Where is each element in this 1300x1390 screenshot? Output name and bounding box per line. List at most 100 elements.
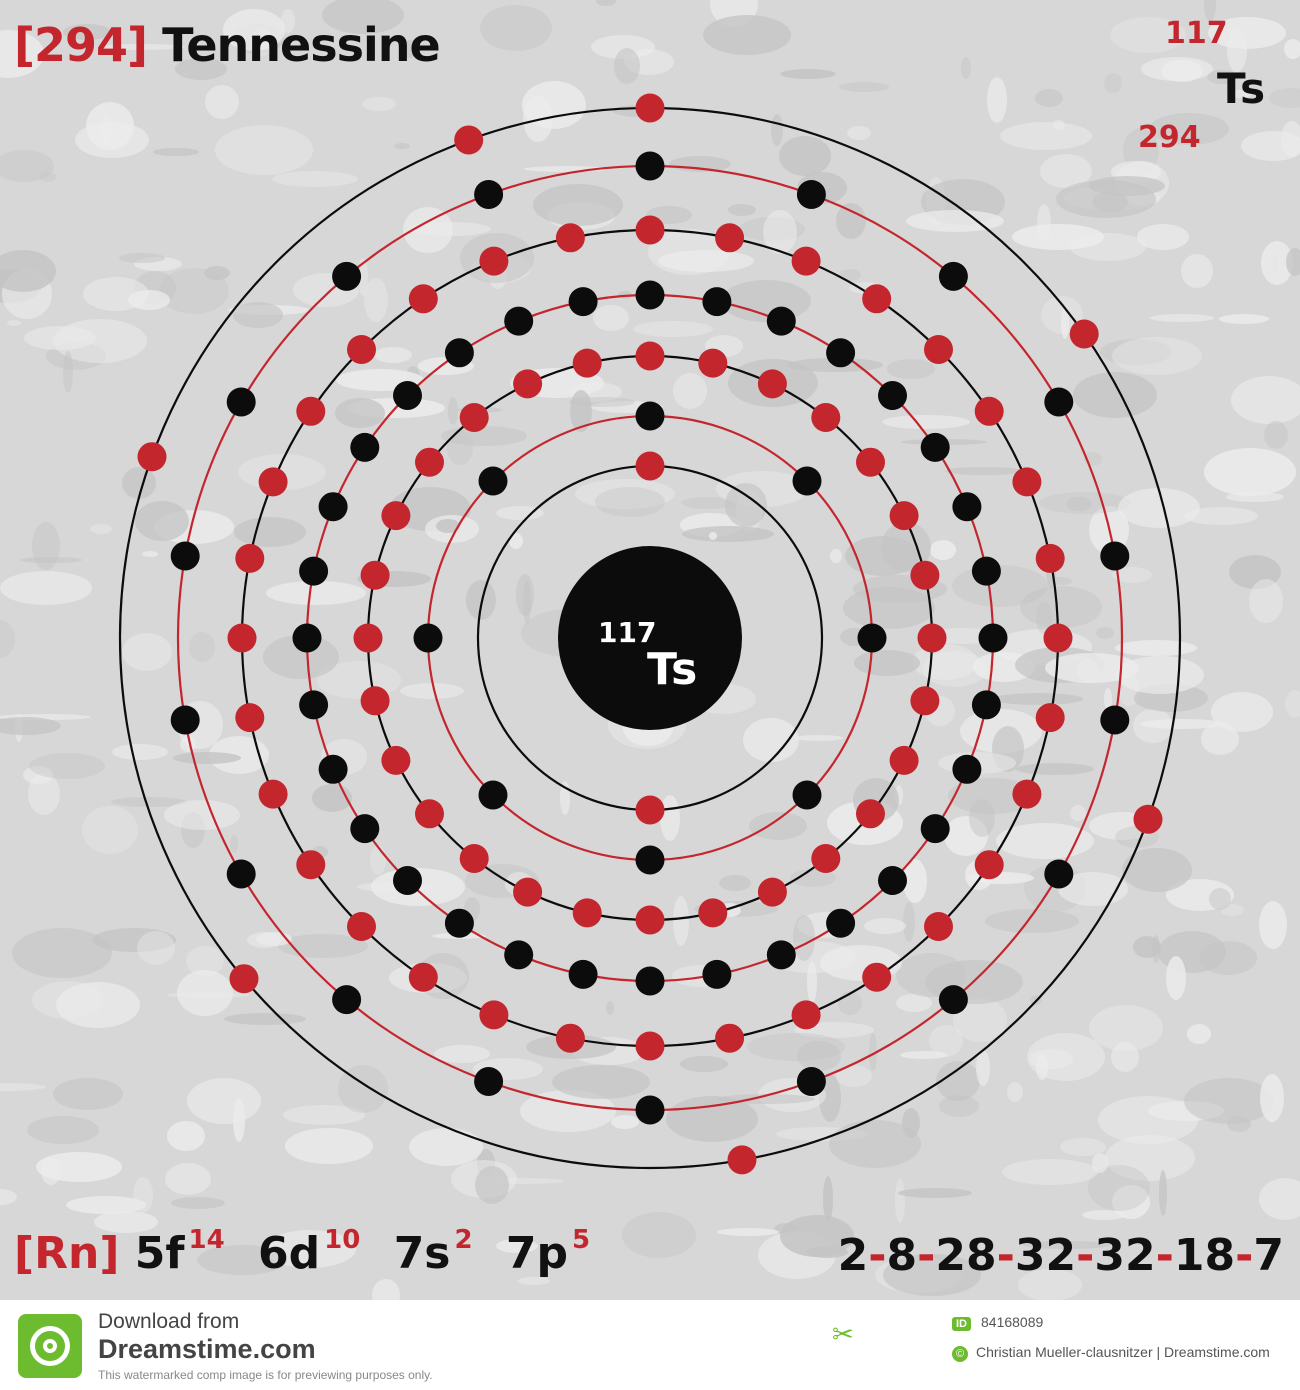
texture-blot	[111, 797, 187, 807]
tile-atomic-number: 117	[1165, 16, 1228, 51]
electron	[856, 799, 885, 829]
electron	[910, 560, 940, 590]
electron	[413, 623, 443, 653]
texture-blot	[823, 1176, 833, 1222]
texture-blot	[1089, 176, 1165, 196]
texture-blot	[0, 250, 56, 292]
texture-blot	[0, 30, 44, 78]
nucleus-symbol: Ts	[647, 644, 697, 695]
config-orbital: 7s	[393, 1228, 451, 1279]
electron	[393, 866, 422, 895]
electron	[474, 180, 504, 209]
texture-blot	[448, 397, 458, 425]
electron	[381, 501, 411, 531]
texture-blot	[896, 994, 932, 1012]
texture-blot	[466, 580, 496, 620]
texture-blot	[725, 483, 767, 527]
texture-blot	[1137, 224, 1189, 250]
texture-blot	[1249, 579, 1283, 623]
electron	[292, 623, 322, 653]
electron	[227, 623, 257, 653]
electron	[296, 396, 326, 426]
texture-blot	[374, 347, 412, 363]
texture-blot	[1111, 1042, 1139, 1072]
texture-blot	[283, 1105, 365, 1125]
texture-blot	[596, 0, 616, 6]
texture-blot	[272, 171, 358, 187]
texture-blot	[475, 1166, 509, 1204]
texture-blot	[63, 24, 111, 40]
texture-blot	[830, 549, 842, 563]
dreamstime-logo-icon[interactable]	[18, 1314, 82, 1378]
credit-line: ©Christian Mueller-clausnitzer | Dreamst…	[952, 1344, 1270, 1362]
electron	[635, 795, 665, 825]
texture-blot	[1181, 254, 1213, 288]
texture-blot	[996, 823, 1094, 859]
texture-blot	[90, 524, 112, 534]
electron	[920, 432, 950, 462]
shell-count: 7	[1253, 1230, 1284, 1281]
texture-blot	[1184, 1078, 1274, 1124]
texture-blot	[903, 902, 915, 942]
texture-blot	[436, 519, 460, 533]
electron	[332, 985, 362, 1015]
electron	[296, 850, 326, 880]
texture-blot	[496, 1239, 538, 1253]
electron	[952, 492, 982, 522]
electron	[924, 335, 953, 364]
texture-blot	[985, 909, 1079, 933]
texture-blot	[281, 9, 295, 33]
texture-blot	[1061, 307, 1069, 339]
texture-blot	[797, 1041, 841, 1071]
texture-blot	[278, 934, 368, 958]
texture-blot	[839, 269, 861, 281]
texture-blot	[961, 57, 971, 79]
texture-blot	[0, 620, 15, 658]
texture-blot	[1259, 1178, 1300, 1220]
texture-blot	[1077, 659, 1099, 683]
electron	[170, 541, 200, 571]
electron	[702, 959, 732, 989]
electron	[635, 1031, 665, 1061]
texture-blot	[1211, 692, 1273, 732]
texture-blot	[322, 0, 404, 34]
texture-blot	[895, 1179, 905, 1223]
texture-blot	[929, 1025, 963, 1057]
electron	[920, 814, 950, 844]
shell-separator: -	[1076, 1230, 1095, 1281]
texture-blot	[24, 326, 96, 350]
site-link[interactable]: Dreamstime.com	[98, 1334, 316, 1364]
electron	[727, 1145, 757, 1175]
texture-blot	[923, 651, 987, 687]
texture-blot	[680, 1056, 728, 1072]
electron	[715, 223, 745, 253]
texture-blot	[434, 1045, 490, 1063]
electron	[862, 284, 892, 314]
texture-blot	[234, 517, 306, 547]
electron	[796, 180, 826, 209]
texture-blot	[204, 266, 230, 280]
texture-blot	[167, 992, 249, 998]
electron	[513, 877, 543, 907]
shell-count: 8	[886, 1230, 918, 1281]
texture-blot	[338, 1065, 388, 1113]
electron	[479, 246, 509, 276]
texture-blot	[1096, 627, 1114, 639]
texture-blot	[1018, 1269, 1082, 1300]
electron	[1069, 319, 1099, 349]
texture-blot	[153, 148, 199, 156]
electron	[229, 964, 259, 994]
electron	[360, 686, 390, 716]
texture-blot	[167, 1121, 205, 1151]
preview-notice: This watermarked comp image is for previ…	[98, 1368, 433, 1382]
texture-blot	[409, 222, 491, 236]
electron	[555, 1023, 585, 1053]
electron	[572, 898, 602, 928]
texture-blot	[829, 1120, 921, 1168]
texture-blot	[1116, 656, 1204, 694]
texture-blot	[27, 1116, 99, 1144]
electron	[971, 556, 1001, 586]
texture-blot	[142, 551, 158, 557]
